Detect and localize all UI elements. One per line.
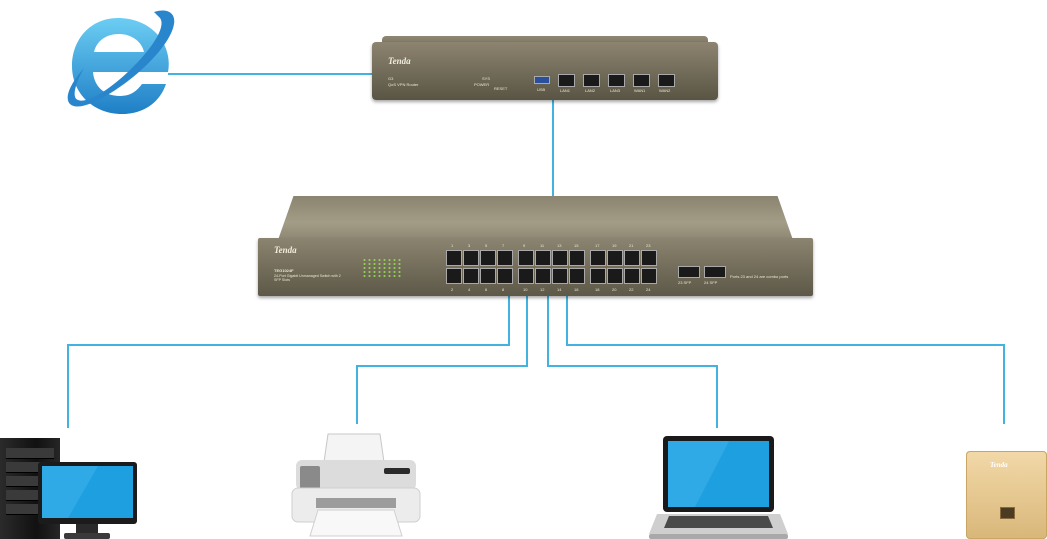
- switch-port-number: 11: [540, 243, 545, 248]
- switch-brand: Tenda: [274, 245, 297, 255]
- switch-port-number: 24: [646, 287, 651, 292]
- switch-device: Tenda TEG1024F 24-Port Gigabit Unmanaged…: [258, 196, 813, 298]
- switch-port-number: 1: [451, 243, 454, 248]
- switch-port-5: [480, 250, 496, 266]
- router-power-label: POWER: [474, 82, 490, 87]
- switch-port-17: [590, 250, 606, 266]
- switch-port-number: 10: [523, 287, 528, 292]
- router-port-wan1: [633, 74, 650, 87]
- switch-port-4: [463, 268, 479, 284]
- switch-port-number: 9: [523, 243, 526, 248]
- router-port-label: WAN2: [659, 88, 671, 93]
- switch-port-number: 5: [485, 243, 488, 248]
- switch-port-number: 4: [468, 287, 471, 292]
- switch-port-number: 19: [612, 243, 617, 248]
- link-switch-pc: [67, 296, 510, 428]
- switch-port-10: [518, 268, 534, 284]
- switch-sfp-label: 24 SFP: [704, 280, 718, 285]
- switch-port-number: 12: [540, 287, 545, 292]
- switch-sfp-port-23: [678, 266, 700, 278]
- switch-port-15: [569, 250, 585, 266]
- switch-port-number: 14: [557, 287, 562, 292]
- switch-port-number: 2: [451, 287, 454, 292]
- switch-port-16: [569, 268, 585, 284]
- switch-port-number: 7: [502, 243, 505, 248]
- switch-port-number: 6: [485, 287, 488, 292]
- switch-port-22: [624, 268, 640, 284]
- switch-port-11: [535, 250, 551, 266]
- switch-port-2: [446, 268, 462, 284]
- switch-port-14: [552, 268, 568, 284]
- switch-port-number: 16: [574, 287, 579, 292]
- switch-led-panel: [362, 258, 402, 278]
- switch-port-number: 23: [646, 243, 651, 248]
- switch-port-number: 13: [557, 243, 562, 248]
- switch-port-3: [463, 250, 479, 266]
- router-port-label: LAN2: [585, 88, 596, 93]
- switch-port-number: 8: [502, 287, 505, 292]
- router-brand: Tenda: [388, 56, 411, 66]
- router-sys-label: SYS: [482, 76, 491, 81]
- router-reset-label: RESET: [494, 86, 508, 91]
- switch-port-20: [607, 268, 623, 284]
- switch-port-number: 17: [595, 243, 600, 248]
- ap-ethernet-port: [1000, 507, 1015, 519]
- switch-port-7: [497, 250, 513, 266]
- switch-sfp-label: 23 SFP: [678, 280, 692, 285]
- switch-port-8: [497, 268, 513, 284]
- switch-port-19: [607, 250, 623, 266]
- switch-port-23: [641, 250, 657, 266]
- switch-model: TEG1024F: [274, 268, 294, 273]
- switch-combo-note: Ports 23 and 24 are combo ports: [730, 274, 789, 279]
- switch-port-number: 21: [629, 243, 634, 248]
- switch-port-21: [624, 250, 640, 266]
- link-switch-printer: [356, 296, 528, 424]
- link-switch-laptop: [547, 296, 718, 428]
- link-switch-ap: [566, 296, 1005, 424]
- switch-port-number: 3: [468, 243, 471, 248]
- router-usb-label: USB: [537, 87, 546, 92]
- desktop-computer-icon: [38, 462, 137, 539]
- switch-sfp-port-24: [704, 266, 726, 278]
- switch-port-9: [518, 250, 534, 266]
- router-port-label: LAN3: [610, 88, 621, 93]
- router-port-lan2: [583, 74, 600, 87]
- laptop-icon: [649, 436, 788, 539]
- switch-port-number: 18: [595, 287, 600, 292]
- wall-access-point-icon: Tenda: [966, 451, 1047, 539]
- router-subtitle: QoS VPN Router: [388, 82, 419, 87]
- router-port-lan1: [558, 74, 575, 87]
- switch-port-number: 20: [612, 287, 617, 292]
- router-model: G3: [388, 76, 394, 81]
- router-port-wan2: [658, 74, 675, 87]
- switch-port-number: 22: [629, 287, 634, 292]
- router-device: Tenda G3 QoS VPN Router SYS POWER RESET …: [372, 36, 718, 100]
- router-usb-port: [534, 76, 550, 84]
- internet-explorer-icon: [67, 10, 175, 114]
- router-port-label: LAN1: [560, 88, 571, 93]
- switch-port-18: [590, 268, 606, 284]
- router-port-label: WAN1: [634, 88, 646, 93]
- switch-port-13: [552, 250, 568, 266]
- switch-port-24: [641, 268, 657, 284]
- switch-description: 24-Port Gigabit Unmanaged Switch with 2 …: [274, 274, 341, 282]
- ap-brand: Tenda: [990, 461, 1008, 469]
- switch-port-number: 15: [574, 243, 579, 248]
- switch-port-grid: [446, 250, 666, 286]
- switch-port-12: [535, 268, 551, 284]
- printer-icon: [291, 433, 421, 537]
- switch-port-1: [446, 250, 462, 266]
- switch-port-6: [480, 268, 496, 284]
- router-port-lan3: [608, 74, 625, 87]
